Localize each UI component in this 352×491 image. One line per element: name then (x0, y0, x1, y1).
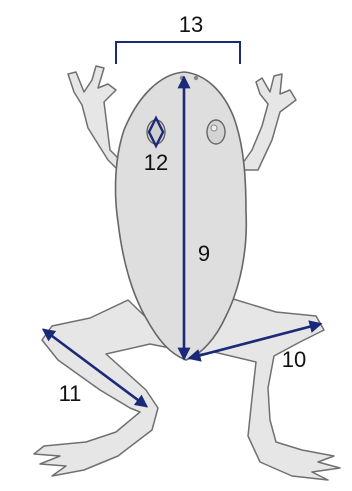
right-arm (238, 74, 296, 170)
nostril-right (194, 76, 198, 80)
label-snout-vent: 9 (198, 241, 210, 266)
label-thigh: 10 (282, 347, 306, 372)
frog-illustration (34, 66, 340, 480)
head-width-bracket (116, 42, 240, 64)
label-eye-diameter: 12 (144, 150, 168, 175)
right-eye (207, 120, 225, 144)
label-head-width: 13 (179, 12, 203, 37)
label-tibia: 11 (59, 381, 82, 406)
